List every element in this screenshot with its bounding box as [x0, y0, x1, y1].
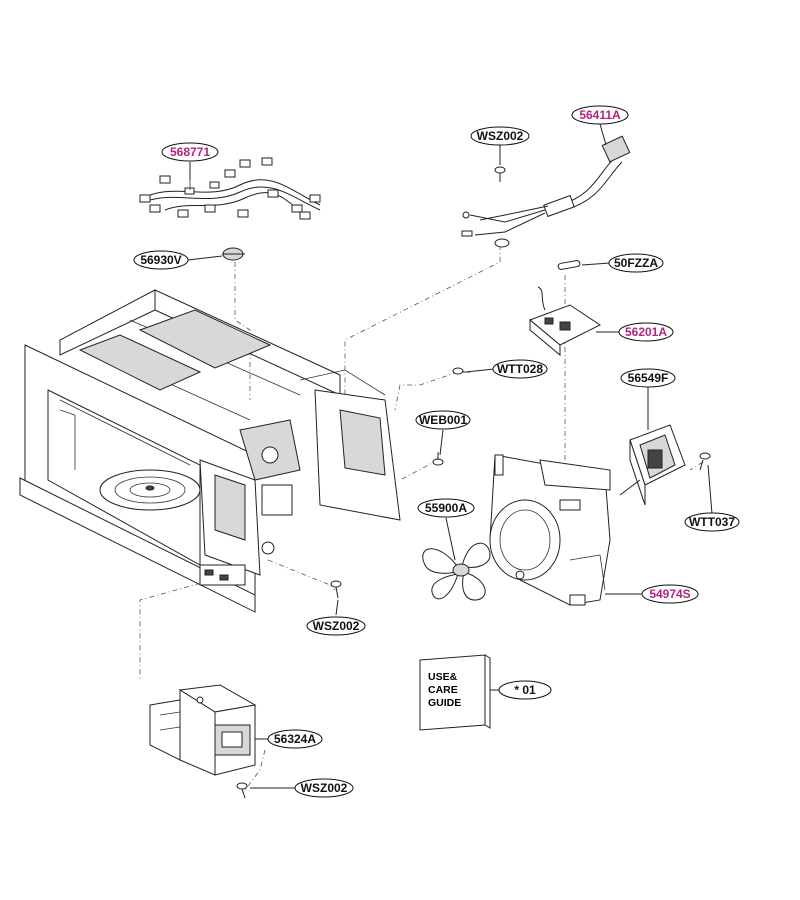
- callout-oval: [620, 368, 676, 388]
- callout-label: WSZ002: [301, 781, 348, 795]
- microwave-cavity: [19, 289, 401, 613]
- magnetron-56324a: [149, 684, 257, 776]
- callout-oval: [618, 322, 674, 342]
- manual-line-2: CARE: [428, 684, 458, 696]
- screw-wsz002-bot: [236, 782, 248, 799]
- fan-blade-55900a: [422, 542, 491, 601]
- manual-line-1: USE&: [428, 671, 458, 683]
- callout-p-web001: WEB001: [415, 410, 471, 430]
- callout-label: WTT028: [497, 362, 543, 376]
- callout-label: WSZ002: [477, 129, 524, 143]
- screw-wsz002-top: [494, 166, 506, 182]
- callout-p-55900a: 55900A: [417, 498, 475, 518]
- callout-p-wtt037: WTT037: [684, 512, 740, 532]
- callout-p-56324a: 56324A: [267, 729, 323, 749]
- callout-label: 568771: [170, 145, 210, 159]
- callout-oval: [267, 729, 323, 749]
- callout-p-wsz002-mid: WSZ002: [306, 616, 366, 636]
- use-care-guide-manual: USE& CARE GUIDE: [419, 654, 491, 731]
- callout-oval: [684, 512, 740, 532]
- callout-oval: [571, 105, 629, 125]
- callout-label: 56324A: [274, 732, 316, 746]
- callout-oval: [498, 680, 552, 700]
- callout-p-56549f: 56549F: [620, 368, 676, 388]
- callout-label: 55900A: [425, 501, 467, 515]
- callout-label: 50FZZA: [614, 256, 658, 270]
- callout-label: 56930V: [140, 253, 181, 267]
- thermal-fuse-56930v: [222, 247, 245, 261]
- callout-p-wsz002-bot: WSZ002: [294, 778, 354, 798]
- callout-label: WEB001: [419, 413, 467, 427]
- callout-oval: [417, 498, 475, 518]
- callout-p-56201a: 56201A: [618, 322, 674, 342]
- callout-oval: [415, 410, 471, 430]
- screw-wtt037: [699, 452, 711, 471]
- screw-web001: [432, 452, 444, 466]
- pcb-56201a: [529, 286, 601, 357]
- callout-oval: [492, 359, 548, 379]
- callout-label: 56411A: [579, 108, 621, 122]
- callout-oval: [608, 253, 664, 273]
- callout-oval: [641, 584, 699, 604]
- callout-p-56930v: 56930V: [133, 250, 189, 270]
- callout-label: 54974S: [649, 587, 690, 601]
- callout-p-01: * 01: [498, 680, 552, 700]
- power-cord-56411a: [461, 135, 631, 248]
- callout-p-54974s: 54974S: [641, 584, 699, 604]
- callout-oval: [161, 142, 219, 162]
- callout-oval: [306, 616, 366, 636]
- screw-wsz002-mid: [330, 580, 342, 599]
- callout-oval: [294, 778, 354, 798]
- callout-label: 56201A: [625, 325, 667, 339]
- callout-p-wsz002-top: WSZ002: [470, 126, 530, 146]
- callout-p-56411a: 56411A: [571, 105, 629, 125]
- callout-label: WSZ002: [313, 619, 360, 633]
- callout-label: * 01: [514, 683, 536, 697]
- callout-label: 56549F: [628, 371, 669, 385]
- fan-duct-54974s: [489, 454, 611, 606]
- wire-harness-568771: [139, 157, 321, 220]
- manual-line-3: GUIDE: [428, 697, 461, 709]
- callout-p-wtt028: WTT028: [492, 359, 548, 379]
- callout-label: WTT037: [689, 515, 735, 529]
- callout-p-568771: 568771: [161, 142, 219, 162]
- callout-oval: [133, 250, 189, 270]
- callout-p-50fzza: 50FZZA: [608, 253, 664, 273]
- fan-motor-56549f: [619, 424, 686, 506]
- fuse-50fzza: [557, 260, 581, 270]
- screw-wtt028: [452, 367, 470, 375]
- callout-oval: [470, 126, 530, 146]
